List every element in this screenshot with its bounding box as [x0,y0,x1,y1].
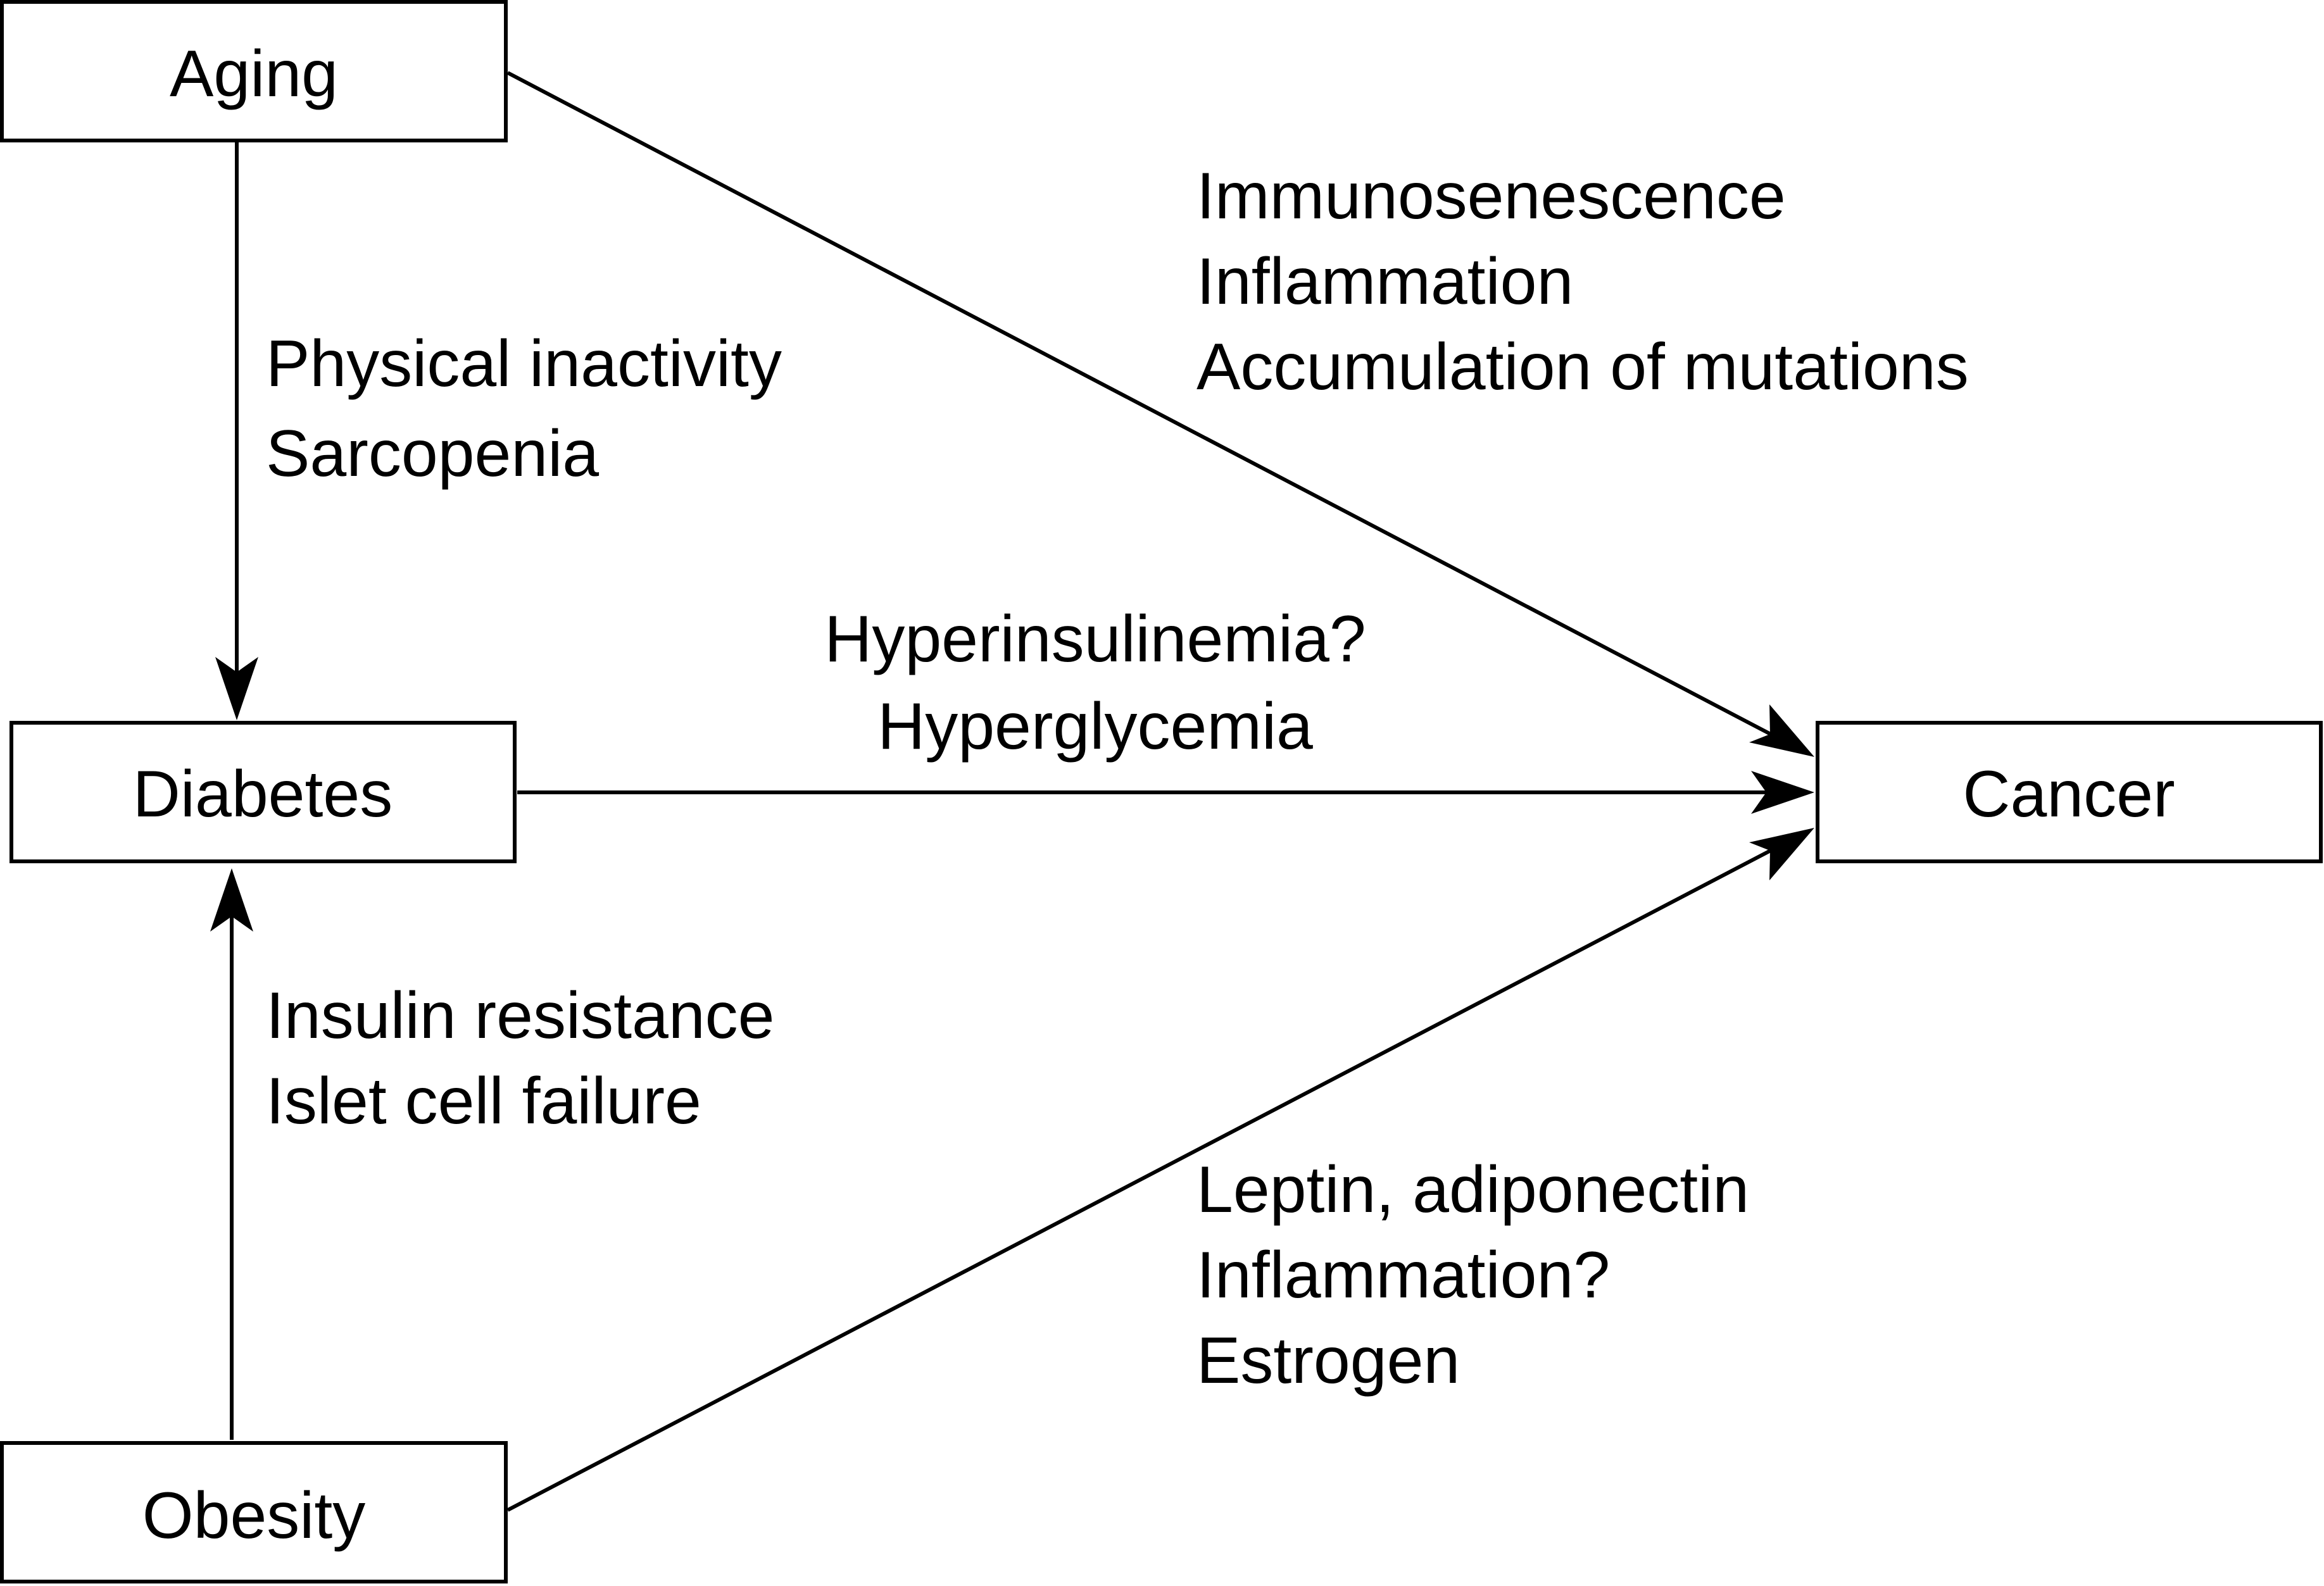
label-line: Hyperglycemia [877,690,1313,763]
label-diabetes-to-cancer: Hyperinsulinemia? Hyperglycemia [824,603,1366,763]
label-line: Inflammation [1197,245,1573,318]
node-diabetes: Diabetes [9,721,517,863]
label-obesity-to-cancer: Leptin, adiponectin Inflammation? Estrog… [1197,1153,1749,1397]
label-line: Insulin resistance [266,979,775,1052]
label-line: Inflammation? [1197,1239,1610,1312]
edge-aging-to-cancer [506,71,1796,749]
label-aging-to-diabetes: Physical inactivity Sarcopenia [266,327,782,490]
node-diabetes-box [9,721,517,863]
arrowhead-obesity-to-diabetes [210,868,253,932]
node-obesity-label: Obesity [142,1479,366,1552]
node-aging-label: Aging [170,37,338,111]
label-line: Sarcopenia [266,417,599,490]
label-obesity-to-diabetes: Insulin resistance Islet cell failure [266,979,775,1138]
label-line: Estrogen [1197,1324,1460,1397]
node-cancer: Cancer [1816,721,2323,863]
node-aging-box [0,0,508,142]
arrowhead-diabetes-to-cancer [1751,771,1814,814]
node-obesity: Obesity [0,1441,508,1583]
arrowhead-aging-to-diabetes [215,657,258,720]
edges [210,71,1814,1512]
label-aging-to-cancer: Immunosenescence Inflammation Accumulati… [1197,159,1969,404]
label-line: Islet cell failure [266,1065,701,1138]
arrowhead-aging-to-cancer [1749,704,1814,757]
node-diabetes-label: Diabetes [133,758,393,831]
label-line: Leptin, adiponectin [1197,1153,1749,1227]
node-aging: Aging [0,0,508,142]
edge-obesity-to-cancer [506,836,1796,1512]
label-line: Hyperinsulinemia? [824,603,1366,676]
label-line: Immunosenescence [1197,159,1786,233]
node-cancer-box [1816,721,2323,863]
label-line: Physical inactivity [266,327,782,401]
label-line: Accumulation of mutations [1197,330,1969,404]
node-cancer-label: Cancer [1963,758,2175,831]
node-obesity-box [0,1441,508,1583]
arrowhead-obesity-to-cancer [1749,828,1814,880]
